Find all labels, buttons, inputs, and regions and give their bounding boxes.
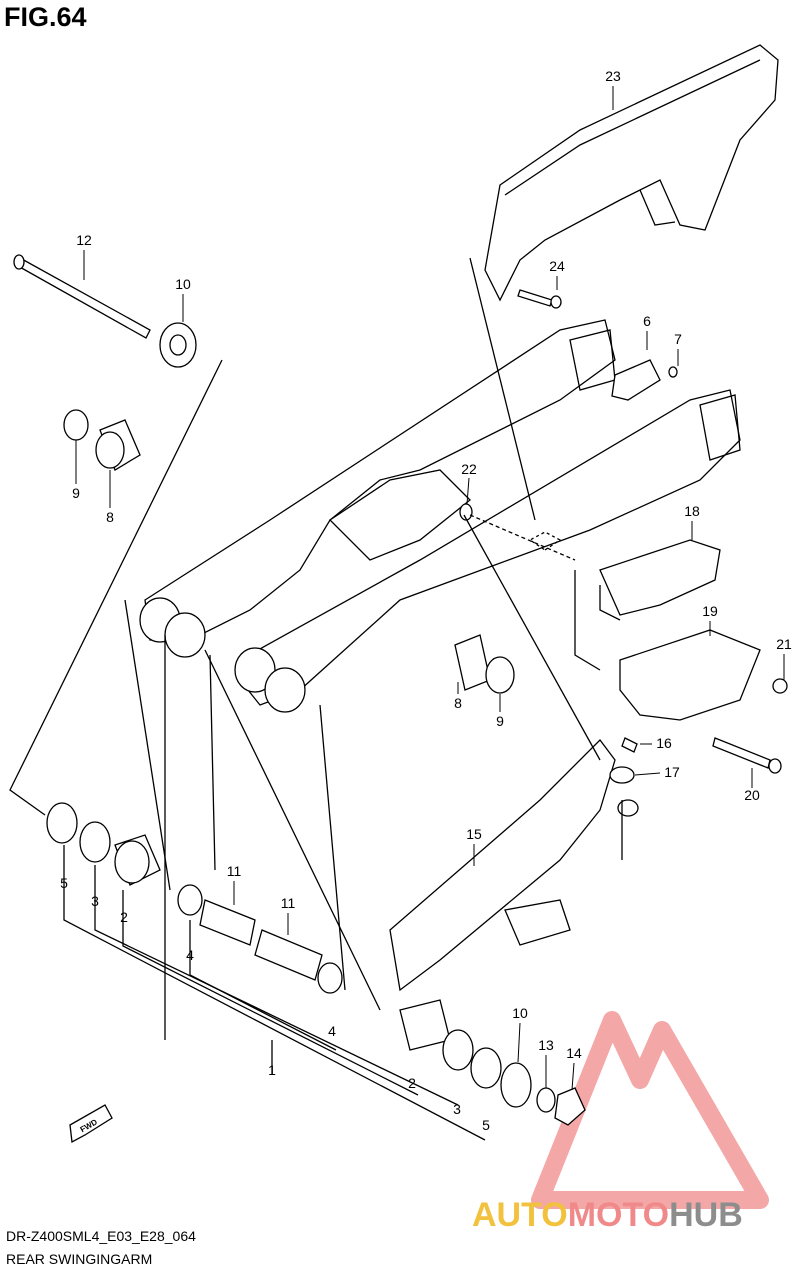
watermark-moto: MOTO [567, 1196, 670, 1234]
callout-11b: 11 [281, 895, 296, 911]
callout-19: 19 [702, 603, 718, 619]
callout-21: 21 [776, 636, 792, 652]
callout-1: 1 [268, 1062, 276, 1078]
chain-guide-plate [619, 629, 761, 721]
watermark-text: AUTOMOTOHUB [472, 1196, 743, 1235]
callout-22: 22 [461, 461, 477, 477]
watermark-hub: HUB [669, 1196, 743, 1234]
chain-guide [599, 539, 721, 616]
callout-5: 5 [60, 875, 68, 891]
callout-14: 14 [566, 1045, 582, 1061]
chain-buffer [389, 739, 616, 992]
callout-10b: 10 [512, 1005, 528, 1021]
callout-4b: 4 [328, 1023, 336, 1039]
callout-20: 20 [744, 787, 760, 803]
watermark-auto: AUTO [472, 1196, 568, 1234]
callout-4: 4 [186, 947, 194, 963]
watermark-logo [531, 1011, 769, 1209]
callout-12: 12 [76, 232, 92, 248]
callout-9: 9 [72, 485, 80, 501]
callout-24: 24 [549, 258, 565, 274]
callout-7: 7 [674, 331, 682, 347]
callout-13: 13 [538, 1037, 554, 1053]
callout-3b: 3 [453, 1101, 461, 1117]
callout-2: 2 [120, 909, 128, 925]
callout-10: 10 [175, 276, 191, 292]
diagram-name: REAR SWINGINGARM [6, 1251, 153, 1267]
callout-17: 17 [664, 764, 680, 780]
callout-23: 23 [605, 68, 621, 84]
callout-18: 18 [684, 503, 700, 519]
callout-16: 16 [656, 735, 672, 751]
callout-8: 8 [106, 509, 114, 525]
callout-9b: 9 [496, 713, 504, 729]
callout-2b: 2 [408, 1075, 416, 1091]
callout-15: 15 [466, 826, 482, 842]
diagram-code: DR-Z400SML4_E03_E28_064 [6, 1228, 196, 1244]
figure-title: FIG.64 [4, 2, 87, 32]
chain-guard [484, 44, 779, 302]
callout-8b: 8 [454, 695, 462, 711]
callout-11: 11 [227, 863, 242, 879]
fwd-arrow [69, 1104, 113, 1144]
callout-6: 6 [643, 313, 651, 329]
callout-3: 3 [91, 893, 99, 909]
callout-5b: 5 [482, 1117, 490, 1133]
